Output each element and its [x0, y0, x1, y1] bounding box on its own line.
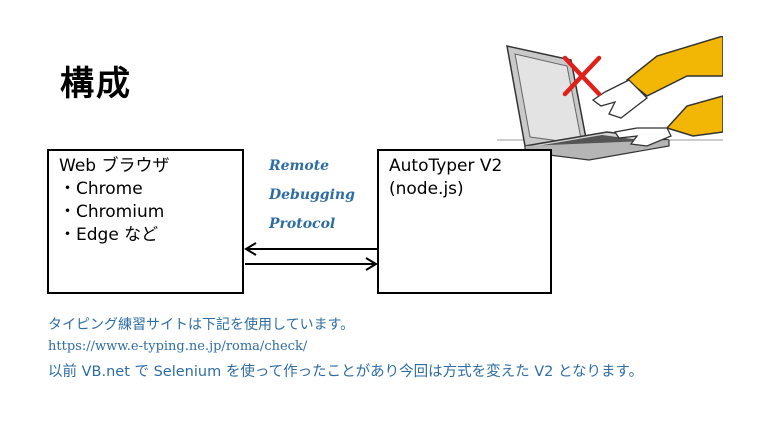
protocol-label-line: Debugging [269, 187, 355, 203]
browser-box-line: ・Chromium [59, 202, 165, 222]
laptop-typing-illustration [497, 36, 723, 161]
protocol-label-line: Remote [269, 158, 330, 174]
autotyper-box-line: AutoTyper V2 [389, 156, 503, 176]
notes-url: https://www.e-typing.ne.jp/roma/check/ [48, 339, 308, 354]
arrow-left-icon [244, 242, 377, 256]
browser-box-line: Web ブラウザ [59, 156, 170, 176]
red-x-icon [562, 55, 602, 97]
protocol-label-line: Protocol [269, 216, 336, 232]
notes-description: 以前 VB.net で Selenium を使って作ったことがあり今回は方式を変… [48, 364, 644, 380]
notes-site-text: タイピング練習サイトは下記を使用しています。 [48, 317, 355, 333]
notes-block: タイピング練習サイトは下記を使用しています。 https://www.e-typ… [48, 314, 643, 384]
slide-title: 構成 [60, 64, 132, 104]
browser-box-line: ・Edge など [59, 225, 159, 245]
autotyper-box-line: (node.js) [389, 179, 464, 199]
web-browser-box: Web ブラウザ ・Chrome ・Chromium ・Edge など [47, 149, 244, 294]
autotyper-box: AutoTyper V2 (node.js) [377, 149, 552, 294]
browser-box-line: ・Chrome [59, 179, 143, 199]
protocol-label: Remote Debugging Protocol [269, 152, 355, 239]
connection-arrows [244, 242, 378, 271]
arrow-right-icon [245, 257, 378, 271]
